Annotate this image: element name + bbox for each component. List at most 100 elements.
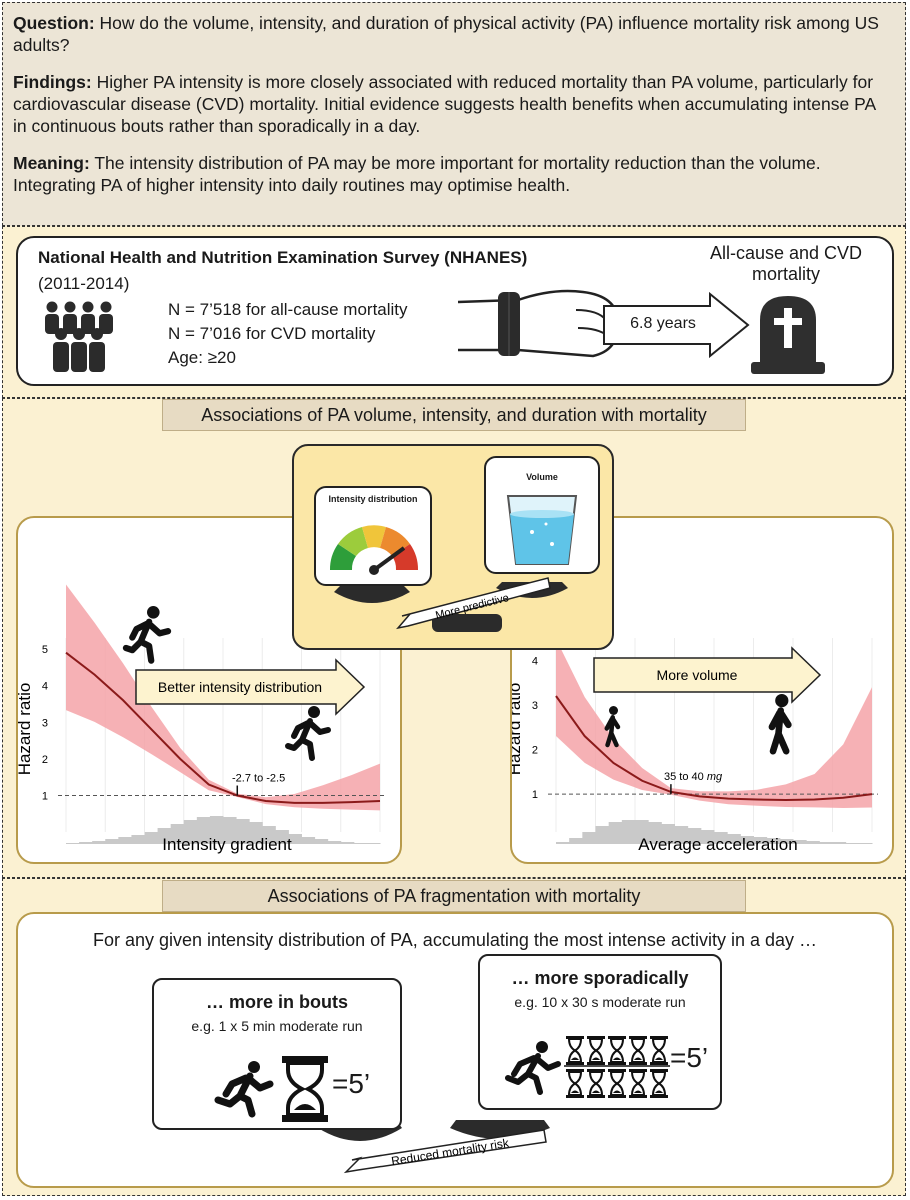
histogram-bar — [779, 839, 794, 844]
optimum-annotation: 35 to 40 mg — [664, 771, 723, 783]
meaning-paragraph: Meaning: The intensity distribution of P… — [13, 152, 893, 196]
histogram-bar — [648, 822, 662, 844]
followup-duration: 6.8 years — [630, 315, 696, 332]
y-axis-label: Hazard ratio — [18, 683, 34, 776]
runner-icon-small — [505, 1041, 561, 1095]
question-text: How do the volume, intensity, and durati… — [13, 13, 879, 55]
meaning-label: Meaning: — [13, 153, 90, 173]
y-tick-label: 1 — [532, 789, 538, 801]
small-hourglass-icon — [629, 1069, 647, 1098]
findings-label: Findings: — [13, 72, 92, 92]
study-years: (2011-2014) — [38, 274, 130, 293]
runner-icon — [214, 1061, 274, 1118]
water-glass-icon — [506, 495, 578, 565]
small-hourglass-icon — [608, 1036, 626, 1065]
n-cvd: N = 7’016 for CVD mortality — [168, 324, 376, 343]
optimum-annotation: -2.7 to -2.5 — [232, 773, 285, 785]
x-axis-label: Intensity gradient — [162, 835, 292, 854]
bouts-card: … more in bouts e.g. 1 x 5 min moderate … — [152, 978, 402, 1130]
histogram-bar — [249, 822, 263, 844]
scale-base — [432, 614, 502, 632]
direction-arrow — [593, 646, 822, 704]
fragmentation-intro: For any given intensity distribution of … — [92, 930, 818, 950]
histogram-bar — [569, 838, 583, 844]
annotation-unit: mg — [707, 771, 723, 783]
bouts-example: e.g. 1 x 5 min moderate run — [191, 1018, 363, 1034]
volume-card: Volume — [484, 456, 600, 574]
gauge-icon — [329, 525, 419, 575]
scale-panel: More predictive Intensity distribution V… — [292, 444, 614, 650]
histogram-bar — [793, 840, 807, 844]
followup-arrow — [603, 292, 750, 358]
y-tick-label: 4 — [42, 681, 48, 693]
people-group-icon — [45, 301, 113, 372]
histogram-bar — [674, 826, 689, 844]
histogram-bar — [740, 836, 754, 844]
fragmentation-card: For any given intensity distribution of … — [16, 912, 894, 1188]
large-walker-icon — [768, 694, 792, 755]
histogram-bar — [858, 843, 873, 844]
histogram-bar — [661, 824, 675, 844]
study-title: National Health and Nutrition Examinatio… — [38, 248, 528, 267]
bouts-title: … more in bouts — [205, 992, 348, 1012]
study-card: National Health and Nutrition Examinatio… — [16, 236, 894, 386]
hazard-ratio-curve — [555, 695, 873, 801]
histogram-bar — [118, 837, 132, 844]
sporadic-card: … more sporadically e.g. 10 x 30 s moder… — [478, 954, 722, 1110]
bouts-equals-5min: =5’ — [332, 1068, 371, 1099]
small-hourglass-icon — [650, 1069, 668, 1098]
histogram-bar — [144, 832, 159, 844]
n-allcause: N = 7’518 for all-cause mortality — [168, 300, 408, 319]
histogram-bar — [327, 841, 342, 844]
histogram-bar — [621, 820, 636, 844]
histogram-bar — [236, 819, 250, 844]
confidence-band — [556, 638, 872, 808]
meaning-text: The intensity distribution of PA may be … — [13, 153, 821, 195]
x-axis-label: Average acceleration — [638, 835, 797, 854]
direction-arrow — [135, 658, 366, 716]
histogram-bar — [262, 826, 276, 844]
histogram-bar — [275, 830, 289, 844]
y-tick-label: 2 — [532, 745, 538, 757]
y-tick-label: 3 — [532, 700, 538, 712]
runner-icon — [285, 706, 331, 761]
histogram-bar — [687, 828, 702, 844]
sporadic-equals-5min: =5’ — [670, 1042, 709, 1073]
histogram-bar — [714, 832, 728, 844]
histogram-bar — [131, 835, 145, 844]
sporadic-example: e.g. 10 x 30 s moderate run — [514, 994, 686, 1010]
histogram-bar — [92, 841, 106, 844]
wrist-accelerometer-icon — [458, 289, 620, 358]
histogram-bar — [635, 820, 649, 844]
histogram-bar — [196, 817, 211, 844]
left-pan — [334, 586, 410, 603]
findings-text: Higher PA intensity is more closely asso… — [13, 72, 876, 136]
histogram-bar — [301, 837, 316, 844]
sporadic-title: … more sporadically — [511, 968, 689, 988]
histogram-bar — [209, 816, 224, 844]
histogram-bar — [845, 843, 860, 844]
histogram-bar — [105, 839, 119, 844]
small-walker-icon — [604, 706, 621, 748]
findings-paragraph: Findings: Higher PA intensity is more cl… — [13, 71, 893, 137]
histogram-bar — [353, 843, 368, 844]
histogram-bar — [556, 842, 570, 844]
histogram-bar — [819, 842, 833, 844]
small-hourglass-icon — [650, 1036, 668, 1065]
histogram-bar — [157, 828, 172, 844]
histogram-bar — [170, 824, 185, 844]
arrow-label: Better intensity distribution — [158, 679, 322, 695]
tombstone-icon — [751, 296, 825, 374]
outcome-line-2: mortality — [751, 264, 820, 284]
fragmentation-scale: Reduced mortality risk — [318, 1120, 550, 1174]
reduced-mortality-label: Reduced mortality risk — [390, 1136, 510, 1169]
summary-panel: Question: How do the volume, intensity, … — [2, 2, 906, 226]
histogram-bar — [753, 837, 768, 844]
gauge-title: Intensity distribution — [328, 494, 418, 504]
walker-icon — [122, 606, 172, 664]
question-label: Question: — [13, 13, 95, 33]
y-tick-label: 1 — [42, 791, 48, 803]
fragmentation-plank — [343, 1129, 547, 1174]
histogram-bar — [832, 842, 847, 844]
